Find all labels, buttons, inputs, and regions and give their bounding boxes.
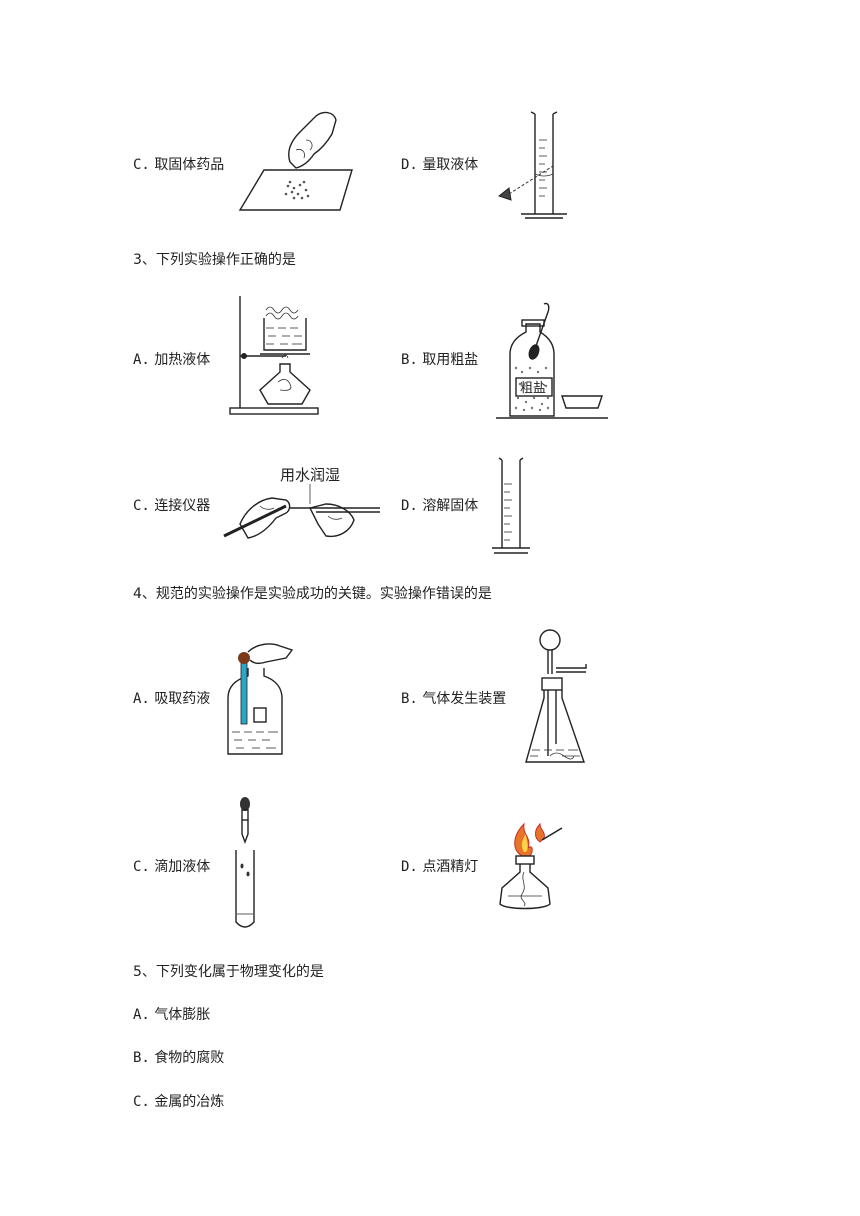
dropper-test-tube-figure bbox=[235, 797, 255, 928]
q4-stem: 4、规范的实验操作是实验成功的关键。实验操作错误的是 bbox=[133, 586, 492, 602]
q3-option-b: B. 取用粗盐 bbox=[401, 351, 478, 369]
q4-option-b-letter: B. bbox=[401, 691, 418, 707]
salt-label: 粗盐 bbox=[520, 381, 546, 396]
eye-icon bbox=[497, 187, 512, 201]
q3-option-a: A. 加热液体 bbox=[133, 351, 210, 369]
q5-option-b-letter: B. bbox=[133, 1050, 150, 1066]
salt-bottle-spoon-figure: 粗盐 bbox=[496, 302, 608, 419]
q3-stem: 3、下列实验操作正确的是 bbox=[133, 252, 296, 268]
q2-option-c-text: 取固体药品 bbox=[154, 157, 225, 173]
q2-option-d-text: 量取液体 bbox=[422, 157, 479, 173]
q4-option-a-text: 吸取药液 bbox=[154, 691, 211, 707]
q3-option-a-letter: A. bbox=[133, 352, 150, 368]
q5-option-c: C. 金属的冶炼 bbox=[133, 1093, 224, 1111]
q3-option-b-letter: B. bbox=[401, 352, 418, 368]
match-flame-icon bbox=[535, 822, 545, 843]
q5-option-a-letter: A. bbox=[133, 1007, 150, 1023]
q4-option-d-letter: D. bbox=[401, 859, 418, 875]
graduated-cylinder-eye-figure bbox=[497, 111, 567, 219]
q5-option-c-text: 金属的冶炼 bbox=[154, 1094, 225, 1110]
q5-stem: 5、下列变化属于物理变化的是 bbox=[133, 964, 324, 980]
q2-option-d: D. 量取液体 bbox=[401, 156, 478, 174]
q5-option-a: A. 气体膨胀 bbox=[133, 1006, 210, 1024]
q3-option-c-text: 连接仪器 bbox=[154, 498, 211, 514]
q3-option-c-letter: C. bbox=[133, 498, 150, 514]
q2-option-d-letter: D. bbox=[401, 157, 418, 173]
iron-stand-heating-figure bbox=[229, 296, 319, 415]
q4-option-d-text: 点酒精灯 bbox=[422, 859, 479, 875]
q3-option-c: C. 连接仪器 bbox=[133, 497, 210, 515]
alcohol-lamp-figure bbox=[499, 822, 563, 910]
q5-option-b-text: 食物的腐败 bbox=[154, 1050, 225, 1066]
q3-option-d-letter: D. bbox=[401, 498, 418, 514]
q3-option-d: D. 溶解固体 bbox=[401, 497, 478, 515]
q4-option-b: B. 气体发生装置 bbox=[401, 690, 506, 708]
q4-option-c: C. 滴加液体 bbox=[133, 858, 210, 876]
q4-option-d: D. 点酒精灯 bbox=[401, 858, 478, 876]
q2-option-c: C. 取固体药品 bbox=[133, 156, 224, 174]
q4-option-a: A. 吸取药液 bbox=[133, 690, 210, 708]
q2-option-c-letter: C. bbox=[133, 157, 150, 173]
q4-option-b-text: 气体发生装置 bbox=[422, 691, 507, 707]
q3-option-d-text: 溶解固体 bbox=[422, 498, 479, 514]
gas-generation-flask-figure bbox=[525, 629, 587, 763]
q4-option-a-letter: A. bbox=[133, 691, 150, 707]
q5-option-a-text: 气体膨胀 bbox=[154, 1007, 211, 1023]
dropper-bottle-figure bbox=[227, 643, 294, 755]
q4-option-c-letter: C. bbox=[133, 859, 150, 875]
connect-apparatus-hands-figure: 用水润湿 bbox=[223, 466, 380, 539]
q4-option-c-text: 滴加液体 bbox=[154, 859, 211, 875]
q3-option-b-text: 取用粗盐 bbox=[422, 352, 479, 368]
solid-reagent-hand-figure bbox=[238, 111, 353, 211]
rubber-bulb-icon bbox=[238, 652, 250, 664]
dropper-bulb-icon bbox=[240, 797, 250, 811]
q5-option-c-letter: C. bbox=[133, 1094, 150, 1110]
q3-option-a-text: 加热液体 bbox=[154, 352, 211, 368]
graduated-cylinder-figure bbox=[492, 457, 530, 554]
wet-with-water-label: 用水润湿 bbox=[280, 466, 340, 484]
q5-option-b: B. 食物的腐败 bbox=[133, 1049, 224, 1067]
